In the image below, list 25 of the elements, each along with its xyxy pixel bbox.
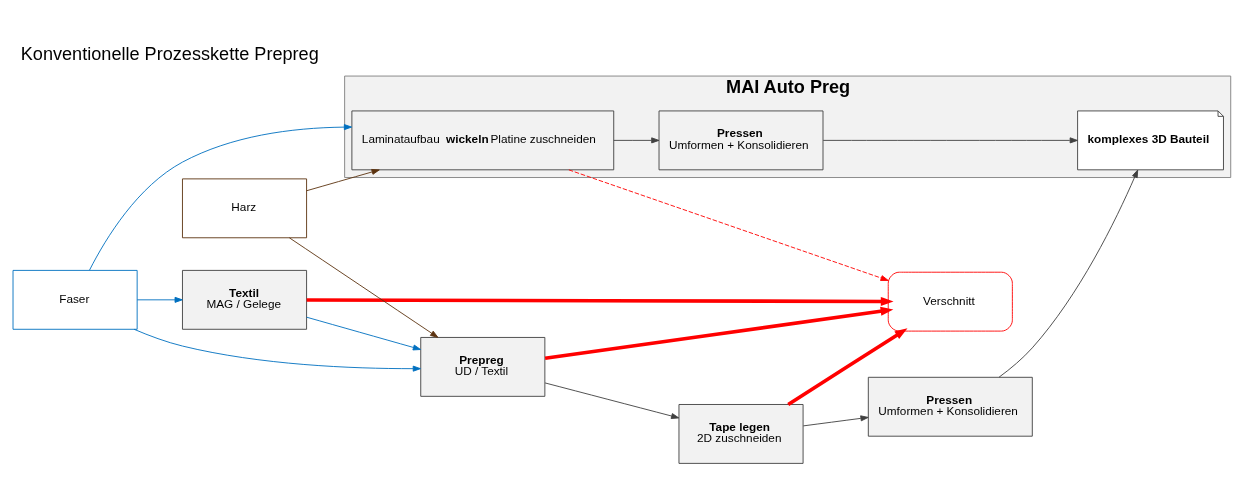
node-box: Laminataufbau wickeln Platine zuschneiden: [351, 109, 615, 170]
arrow: [998, 169, 1139, 378]
arrow: [613, 136, 660, 143]
arrow: [89, 123, 353, 271]
arrow: [288, 236, 439, 338]
arrow: [568, 168, 889, 281]
arrow: [544, 382, 680, 419]
node-box: Faser: [12, 269, 138, 330]
node-box: Verschnitt: [887, 271, 1013, 332]
arrow: [306, 316, 421, 350]
diagram-title: Konventionelle Prozesskette Prepreg: [20, 43, 319, 64]
arrow: [306, 296, 894, 306]
arrow: [802, 414, 869, 426]
arrow: [133, 328, 421, 372]
arrow: [544, 306, 894, 360]
node-box: Pressen Umformen + Konsolidieren: [867, 376, 1033, 437]
node-box: Prepreg UD / Textil: [420, 336, 546, 397]
arrow: [787, 327, 908, 406]
node-box: Tape legen 2D zuschneiden: [678, 403, 804, 464]
arrow: [306, 168, 380, 191]
node-box: Textil MAG / Gelege: [182, 269, 308, 330]
node-box: Pressen Umformen + Konsolidieren: [658, 109, 824, 170]
arrow: [136, 296, 183, 303]
arrow: [822, 136, 1078, 143]
node-box: Harz: [182, 177, 308, 238]
